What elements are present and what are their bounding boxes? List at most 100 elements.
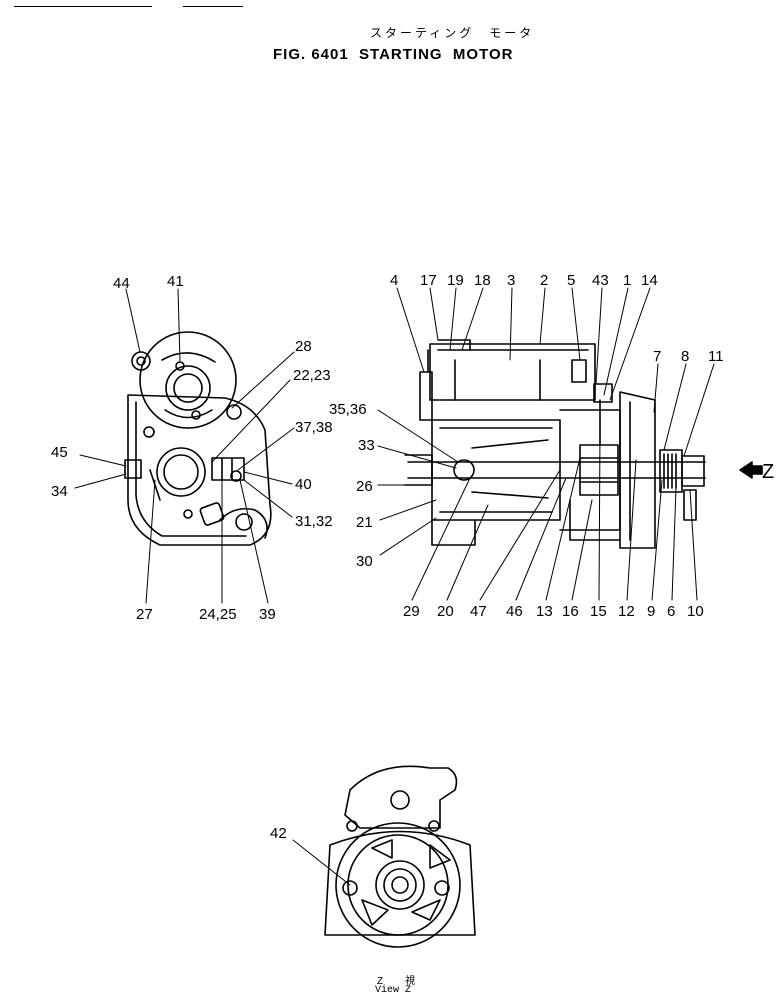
leader-20 bbox=[446, 504, 489, 601]
leader-15 bbox=[598, 429, 601, 601]
leader-35-36 bbox=[377, 409, 459, 463]
leader-8 bbox=[663, 363, 687, 451]
part-label: 46 bbox=[506, 603, 523, 620]
part-label: 11 bbox=[708, 348, 724, 365]
solenoid-slot bbox=[161, 352, 216, 363]
part-label: 40 bbox=[295, 476, 312, 493]
part-label: 13 bbox=[536, 603, 553, 620]
leader-18 bbox=[461, 287, 484, 351]
viewz-ribs bbox=[361, 839, 451, 926]
part-label: 44 bbox=[113, 275, 130, 292]
leader-44 bbox=[125, 288, 141, 353]
header-rule-left bbox=[14, 6, 152, 7]
leader-43 bbox=[595, 287, 603, 385]
pinion-teeth bbox=[663, 453, 677, 489]
part-label: 31,32 bbox=[295, 513, 333, 530]
front-bracket bbox=[619, 391, 656, 549]
end-bolt-upper bbox=[143, 426, 155, 438]
rear-cover-lower bbox=[431, 519, 476, 546]
view-z-drawing bbox=[324, 765, 476, 948]
part-label: 35,36 bbox=[329, 401, 367, 418]
solenoid-screw bbox=[191, 410, 201, 420]
armature-housing bbox=[431, 419, 561, 521]
leader-16 bbox=[571, 499, 593, 601]
leader-6 bbox=[671, 487, 677, 601]
part-label: 12 bbox=[618, 603, 635, 620]
part-label: 14 bbox=[641, 272, 658, 289]
part-labels: 44 41 28 22,23 37,38 45 34 40 31,32 27 2… bbox=[51, 272, 774, 842]
part-label: 3 bbox=[507, 272, 515, 289]
figure-title-japanese: スターティング モータ bbox=[370, 26, 535, 40]
part-label: 9 bbox=[647, 603, 655, 620]
part-label: 20 bbox=[437, 603, 454, 620]
view-z-arrow bbox=[739, 461, 763, 479]
part-label: 19 bbox=[447, 272, 464, 289]
part-label: 8 bbox=[681, 348, 689, 365]
end-view-flange bbox=[219, 507, 268, 539]
shaft-end bbox=[404, 454, 433, 486]
viewz-mount-bolt-left bbox=[342, 880, 358, 896]
leader-27 bbox=[145, 479, 156, 604]
terminal-ring-44 bbox=[131, 351, 151, 371]
solenoid-center bbox=[165, 365, 211, 411]
lever-pivot bbox=[593, 383, 613, 403]
clutch-assembly bbox=[579, 444, 619, 496]
part-label: 21 bbox=[356, 514, 373, 531]
part-label: 10 bbox=[687, 603, 704, 620]
leader-39 bbox=[239, 479, 269, 604]
motor-end-view bbox=[124, 331, 272, 546]
header-rule-right bbox=[183, 6, 243, 7]
viewz-bracket-ring bbox=[347, 834, 449, 936]
viewz-mount-bolt-right bbox=[434, 880, 450, 896]
leader-14 bbox=[609, 287, 651, 401]
part-45-block bbox=[124, 459, 142, 479]
part-label: 27 bbox=[136, 606, 153, 623]
leader-30 bbox=[379, 517, 437, 556]
stop-collar bbox=[683, 489, 697, 521]
part-label: 17 bbox=[420, 272, 437, 289]
part-label: 42 bbox=[270, 825, 287, 842]
end-frame-bore bbox=[156, 447, 206, 497]
leader-42 bbox=[292, 839, 351, 886]
end-frame-bore-inner bbox=[163, 454, 199, 490]
field-coil-walls bbox=[454, 359, 541, 401]
leader-47 bbox=[479, 469, 561, 601]
armature-core bbox=[471, 439, 549, 499]
viewz-bearing-inner bbox=[383, 868, 417, 902]
viewz-bolt-left bbox=[346, 820, 358, 832]
viewz-bearing bbox=[375, 860, 425, 910]
terminal-ring-44-inner bbox=[136, 356, 146, 366]
view-caption-japanese: Z 視 bbox=[377, 976, 422, 987]
viewz-shaft bbox=[391, 876, 409, 894]
part-label: 18 bbox=[474, 272, 491, 289]
leader-2 bbox=[539, 287, 546, 345]
end-bolt-lower bbox=[183, 509, 193, 519]
part-label: 22,23 bbox=[293, 367, 331, 384]
lead-connector bbox=[199, 502, 225, 526]
viewz-bracket-outer bbox=[335, 822, 461, 948]
leader-12 bbox=[626, 459, 637, 601]
part-label: 41 bbox=[167, 273, 184, 290]
leader-41 bbox=[177, 288, 181, 363]
leader-46 bbox=[515, 477, 567, 601]
terminal-block-divider bbox=[221, 457, 233, 481]
terminal-nut bbox=[230, 470, 242, 482]
clutch-ribs bbox=[579, 457, 619, 483]
part-label: 28 bbox=[295, 338, 312, 355]
end-view-housing-inner bbox=[135, 401, 247, 537]
part-label: 4 bbox=[390, 272, 398, 289]
leader-21 bbox=[379, 499, 437, 521]
viewz-solenoid bbox=[344, 765, 458, 829]
leader-lines bbox=[74, 287, 715, 886]
leader-13 bbox=[545, 457, 581, 601]
shaft-bearing-33 bbox=[453, 459, 475, 481]
leader-9 bbox=[651, 479, 663, 601]
leader-10 bbox=[689, 489, 698, 601]
gear-housing-lower bbox=[569, 499, 621, 541]
leader-17 bbox=[429, 287, 439, 341]
part-label: 16 bbox=[562, 603, 579, 620]
part-label: 5 bbox=[567, 272, 575, 289]
part-label: 24,25 bbox=[199, 606, 237, 623]
